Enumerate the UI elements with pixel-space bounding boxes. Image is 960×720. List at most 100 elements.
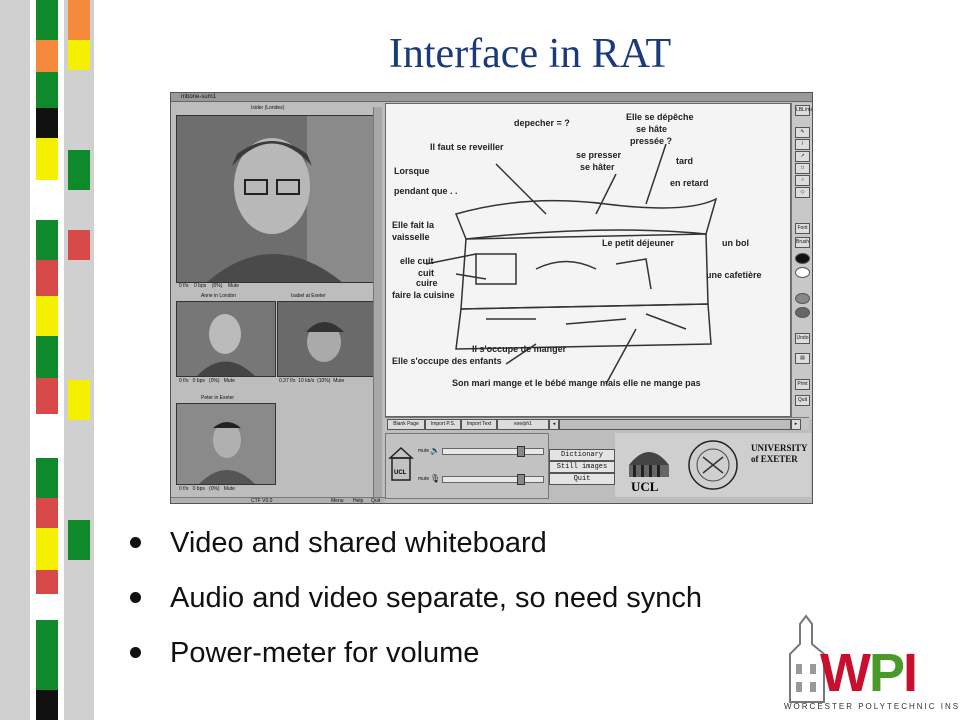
wb-annotation: Le petit déjeuner bbox=[602, 238, 675, 248]
scroll-left-icon[interactable]: ◂ bbox=[549, 419, 559, 430]
strip-column-1 bbox=[0, 0, 30, 720]
quit-button[interactable]: Quit bbox=[549, 473, 615, 485]
svg-text:UCL: UCL bbox=[394, 470, 407, 476]
strip-block bbox=[68, 230, 90, 260]
status-version: CTF V0.0 bbox=[251, 498, 273, 504]
wb-annotation: depecher = ? bbox=[514, 118, 570, 128]
font-button[interactable]: Font bbox=[795, 223, 810, 234]
bullet-text: Audio and video separate, so need synch bbox=[170, 582, 703, 614]
ucl-logo-icon: UCL bbox=[629, 452, 669, 494]
wb-annotation: Il faut se reveiller bbox=[430, 142, 504, 152]
mic-volume-slider[interactable] bbox=[442, 474, 544, 485]
color-swatch-darkgray[interactable] bbox=[795, 307, 810, 318]
blank-page-button[interactable]: Blank Page bbox=[387, 419, 425, 430]
line-tool-icon[interactable]: / bbox=[795, 139, 810, 150]
quit-link[interactable]: Quit bbox=[371, 498, 381, 504]
audio-mute-label[interactable]: mute bbox=[418, 476, 430, 482]
speaker-icon[interactable]: 🔈 bbox=[430, 446, 440, 455]
bullet-dot bbox=[130, 647, 141, 658]
wb-annotation: un bol bbox=[722, 238, 749, 248]
video-main-label: Isider (Londes) bbox=[251, 105, 285, 111]
wb-annotation: faire la cuisine bbox=[392, 290, 455, 300]
mute-toggle[interactable]: Mute bbox=[223, 378, 235, 384]
stat-bps: 10 kb/s bbox=[298, 378, 315, 384]
stat-fps: 0.37 f/s bbox=[279, 378, 296, 384]
horizontal-scrollbar[interactable] bbox=[559, 419, 791, 430]
mute-toggle[interactable]: Mute bbox=[227, 283, 240, 289]
wb-annotation: se hâte bbox=[636, 124, 668, 134]
video-small-label: Peter in Exeter bbox=[201, 395, 235, 401]
bullet-list: Video and shared whiteboard Audio and vi… bbox=[130, 527, 890, 692]
slider-knob[interactable] bbox=[516, 446, 525, 457]
wb-annotation: Elle se dépêche bbox=[626, 112, 694, 122]
video-small-2-image bbox=[278, 302, 374, 376]
decorative-strip bbox=[0, 0, 100, 720]
circle-tool-icon[interactable]: ○ bbox=[795, 175, 810, 186]
vertical-scrollbar[interactable] bbox=[373, 107, 382, 497]
eraser-tool-icon[interactable]: ◇ bbox=[795, 187, 810, 198]
strip-block bbox=[36, 336, 58, 378]
wb-annotation: vaisselle bbox=[392, 232, 430, 242]
strip-block bbox=[36, 40, 58, 72]
video-main bbox=[176, 115, 374, 283]
color-swatch-white[interactable] bbox=[795, 267, 810, 278]
rect-tool-icon[interactable]: □ bbox=[795, 163, 810, 174]
color-swatch-black[interactable] bbox=[795, 253, 810, 264]
color-swatch-gray[interactable] bbox=[795, 293, 810, 304]
wb-annotation: pressée ? bbox=[630, 136, 673, 146]
wpi-subtitle: WORCESTER POLYTECHNIC INSTITUTE bbox=[784, 702, 960, 711]
wb-annotation: en retard bbox=[670, 178, 709, 188]
wb-annotation: tard bbox=[676, 156, 694, 166]
wb-annotation: Elle s'occupe des enfants bbox=[392, 356, 502, 366]
scroll-right-icon[interactable]: ▸ bbox=[791, 419, 801, 430]
help-link[interactable]: Help bbox=[353, 498, 364, 504]
mute-toggle[interactable]: Mute bbox=[333, 378, 345, 384]
wb-annotation: Lorsque bbox=[394, 166, 430, 176]
speaker-volume-slider[interactable] bbox=[442, 446, 544, 457]
wpi-letter-w: W bbox=[820, 643, 871, 703]
dictionary-button[interactable]: Dictionary bbox=[549, 449, 615, 461]
video-small-3 bbox=[176, 403, 276, 485]
shared-whiteboard[interactable]: depecher = ? Elle se dépêche se hâte pre… bbox=[385, 103, 791, 417]
whiteboard-toolbar: LBL/ms ✎ / ↗ □ ○ ◇ Font Brush Undo ▤ Pri… bbox=[791, 103, 812, 419]
window-title: mbone-sum1 bbox=[181, 94, 217, 100]
still-images-button[interactable]: Still images bbox=[549, 461, 615, 473]
print-button[interactable]: Print bbox=[795, 379, 810, 390]
stat-loss: (0%) bbox=[209, 486, 220, 492]
strip-block bbox=[68, 380, 90, 420]
page-name-field[interactable]: exe/ph1 bbox=[497, 419, 549, 430]
window-titlebar: mbone-sum1 bbox=[171, 93, 812, 102]
import-text-button[interactable]: Import Text bbox=[461, 419, 497, 430]
strip-block bbox=[68, 520, 90, 560]
strip-block bbox=[36, 528, 58, 570]
video-small-label: Anne in London bbox=[201, 293, 237, 299]
strip-block bbox=[36, 690, 58, 720]
strip-block bbox=[36, 498, 58, 528]
page-icon[interactable]: ▤ bbox=[795, 353, 810, 364]
video-small-2-stats: 0.37 f/s 10 kb/s (10%) Mute bbox=[279, 378, 344, 384]
wpi-letter-p: P bbox=[868, 643, 905, 703]
rat-interface-screenshot: mbone-sum1 Isider (Londes) 0 f/s 0 bps (… bbox=[170, 92, 813, 504]
bullet-item: Audio and video separate, so need synch bbox=[130, 582, 890, 637]
slide-title: Interface in RAT bbox=[388, 31, 672, 77]
stat-fps: 0 f/s bbox=[179, 283, 189, 289]
pen-tool-icon[interactable]: ✎ bbox=[795, 127, 810, 138]
slider-knob[interactable] bbox=[516, 474, 525, 485]
brush-button[interactable]: Brush bbox=[795, 237, 810, 248]
logo-area: UCL UNIVERSITY of EXETER bbox=[615, 433, 811, 497]
wb-annotation: une cafetière bbox=[706, 270, 762, 280]
wb-annotation: Son mari mange et le bébé mange mais ell… bbox=[452, 378, 701, 388]
audio-mute-label[interactable]: mute bbox=[418, 448, 430, 454]
microphone-icon[interactable]: 🎙 bbox=[430, 474, 441, 483]
arrow-tool-icon[interactable]: ↗ bbox=[795, 151, 810, 162]
import-ps-button[interactable]: Import P.S. bbox=[425, 419, 461, 430]
wpi-letter-i: I bbox=[903, 643, 918, 703]
strip-block bbox=[36, 72, 58, 108]
strip-block bbox=[68, 40, 90, 70]
quit-tool-button[interactable]: Quit bbox=[795, 395, 810, 406]
undo-button[interactable]: Undo bbox=[795, 333, 810, 344]
video-small-1-stats: 0 f/s 0 bps (0%) Mute bbox=[179, 378, 235, 384]
menu-link[interactable]: Menu bbox=[331, 498, 344, 504]
strip-block bbox=[68, 150, 90, 190]
mute-toggle[interactable]: Mute bbox=[223, 486, 235, 492]
